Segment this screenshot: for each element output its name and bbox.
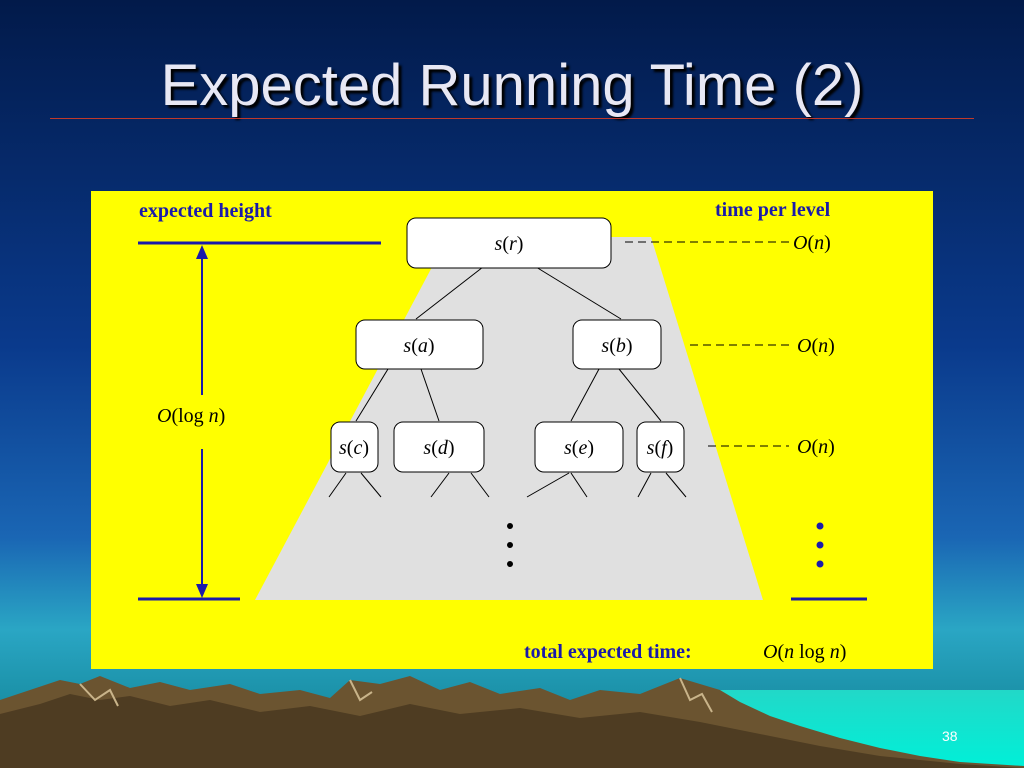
title-underline [50,118,974,119]
total-expected-time-value: O(n log n) [763,641,846,663]
level-0-cost: O(n) [793,232,831,254]
svg-text:s(b): s(b) [601,335,632,357]
svg-text:s(f): s(f) [647,437,674,459]
level-2-cost: O(n) [797,436,835,458]
node-s-e: s(e) [534,421,624,473]
svg-text:s(a): s(a) [403,335,434,357]
skip-list-height-diagram: expected height time per level O(log n) [138,199,867,663]
arrow-up-icon [196,245,208,259]
expected-height-header: expected height [139,200,272,222]
cost-ellipsis [816,522,824,568]
svg-text:s(c): s(c) [339,437,369,459]
node-s-r: s(r) [406,217,612,269]
tree-edges [328,266,687,498]
tree-ellipsis [507,523,513,567]
svg-text:s(e): s(e) [564,437,594,459]
height-label: O(log n) [157,405,225,427]
node-s-b: s(b) [572,319,662,370]
node-s-f: s(f) [636,421,685,473]
total-expected-time-label: total expected time: [524,641,692,663]
arrow-down-icon [196,584,208,598]
svg-text:s(r): s(r) [495,233,524,255]
node-s-c: s(c) [330,421,379,473]
time-per-level-header: time per level [715,199,831,221]
node-s-a: s(a) [355,319,484,370]
diagram-panel: expected height time per level O(log n) [91,191,933,669]
level-1-cost: O(n) [797,335,835,357]
page-number: 38 [942,728,958,744]
slide-title: Expected Running Time (2) [160,53,864,118]
svg-text:s(d): s(d) [423,437,454,459]
node-s-d: s(d) [393,421,485,473]
